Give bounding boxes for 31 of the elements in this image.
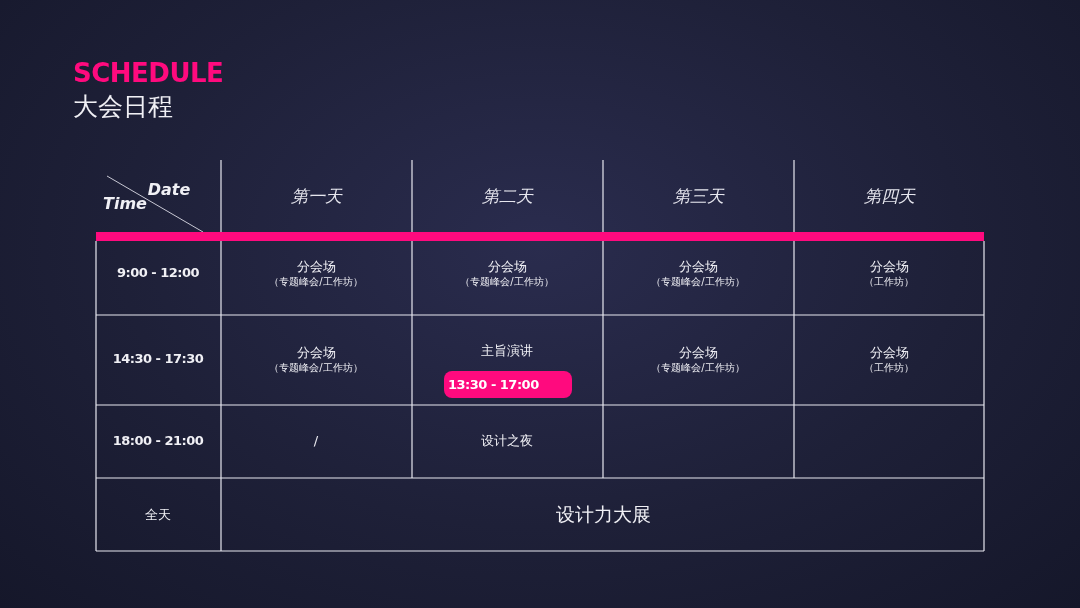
session-name: 主旨演讲 xyxy=(481,343,533,359)
time-label: 14:30 - 17:30 xyxy=(112,351,204,367)
session-name: 分会场 xyxy=(678,259,718,275)
time-badge: 13:30 - 17:00 xyxy=(444,371,572,398)
session-name: 设计力大展 xyxy=(555,504,651,526)
session-note: （专题峰会/工作坊） xyxy=(651,276,745,288)
column-heading: 第四天 xyxy=(863,187,915,207)
session-name: 分会场 xyxy=(487,259,527,275)
time-label: 9:00 - 12:00 xyxy=(116,265,200,281)
session-name: 设计之夜 xyxy=(481,433,533,449)
column-heading: 第三天 xyxy=(672,187,724,207)
session-note: （专题峰会/工作坊） xyxy=(651,362,745,374)
time-label: 18:00 - 21:00 xyxy=(112,433,204,449)
table-cell-text: / xyxy=(313,433,319,449)
row-heading: Time xyxy=(103,194,147,214)
session-name: 分会场 xyxy=(296,345,336,361)
session-name: 分会场 xyxy=(869,259,909,275)
session-name: 分会场 xyxy=(296,259,336,275)
session-note: （工作坊） xyxy=(864,362,914,374)
session-name: 分会场 xyxy=(869,345,909,361)
session-note: （专题峰会/工作坊） xyxy=(269,276,363,288)
column-heading: 第一天 xyxy=(290,187,342,207)
title: SCHEDULE xyxy=(73,58,224,88)
session-note: （工作坊） xyxy=(864,276,914,288)
column-heading: Date xyxy=(147,180,191,200)
column-heading: 第二天 xyxy=(481,187,533,207)
session-note: （专题峰会/工作坊） xyxy=(269,362,363,374)
row-label: 全天 xyxy=(145,507,171,523)
session-note: （专题峰会/工作坊） xyxy=(460,276,554,288)
subtitle: 大会日程 xyxy=(73,92,173,122)
session-name: 分会场 xyxy=(678,345,718,361)
